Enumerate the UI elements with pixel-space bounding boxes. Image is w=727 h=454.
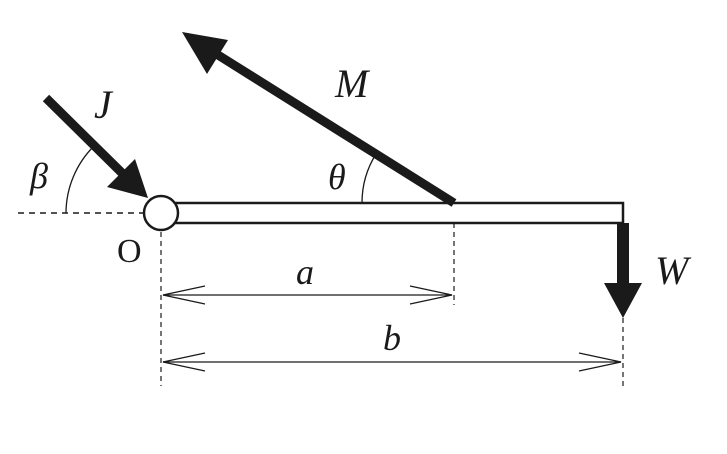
angle-arc-beta	[65, 145, 95, 214]
force-w-arrow	[604, 223, 642, 318]
dimension-line-b	[162, 352, 622, 372]
label-force-m: M	[334, 61, 371, 106]
beam	[158, 201, 625, 225]
label-dim-b: b	[383, 318, 401, 358]
label-pivot-o: O	[117, 233, 142, 270]
force-m-arrow	[182, 32, 457, 207]
label-dim-a: a	[296, 252, 314, 292]
angle-arc-theta	[361, 153, 377, 204]
pivot-circle	[142, 194, 180, 232]
label-force-w: W	[655, 248, 692, 293]
dimension-line-a	[162, 285, 453, 305]
label-angle-theta: θ	[328, 157, 346, 197]
label-angle-beta: β	[29, 156, 48, 196]
force-j-arrow	[42, 94, 148, 198]
label-force-j: J	[94, 82, 114, 127]
